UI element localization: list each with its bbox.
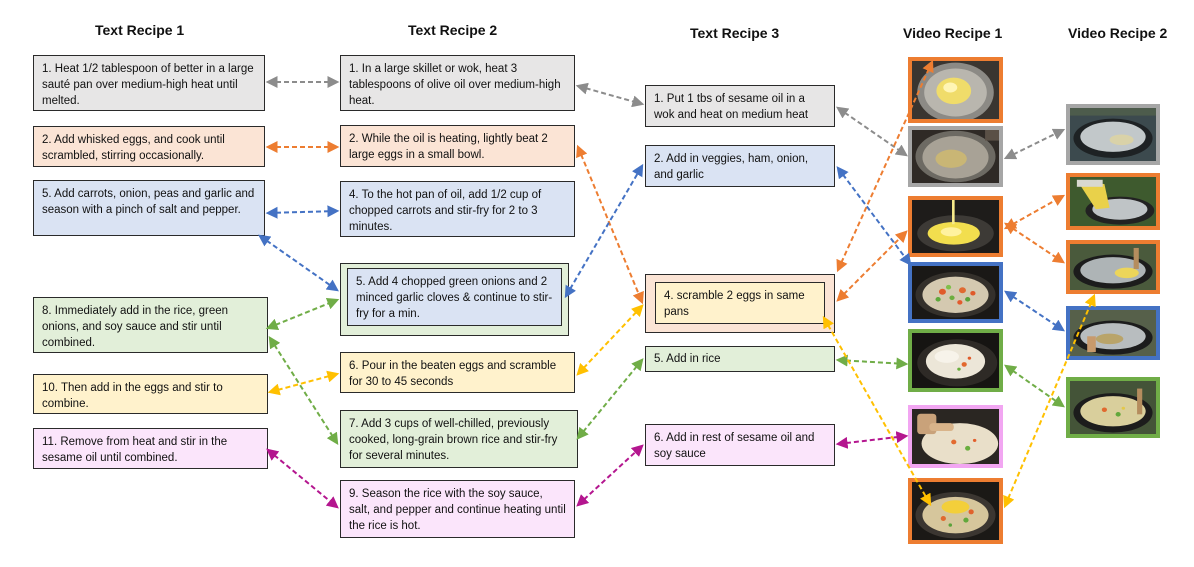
header-text-recipe-3: Text Recipe 3: [690, 25, 780, 41]
recipe2-step-9: 9. Season the rice with the soy sauce, s…: [340, 480, 575, 538]
recipe1-step-10: 10. Then add in the eggs and stir to com…: [33, 374, 268, 414]
recipe1-step-5: 5. Add carrots, onion, peas and garlic a…: [33, 180, 265, 236]
alignment-arrow-gray: [1003, 128, 1066, 160]
alignment-arrow-orange: [836, 59, 934, 273]
video2-frame-1: [1066, 104, 1160, 165]
fried-rice-with-egg-image: [912, 482, 999, 540]
recipe2-step-5: 5. Add 4 chopped green onions and 2 minc…: [347, 268, 562, 326]
recipe3-step-4: 4. scramble 2 eggs in same pans: [655, 282, 825, 324]
recipe3-step-5: 5. Add in rice: [645, 346, 835, 372]
alignment-arrow-orange: [1003, 194, 1066, 230]
header-video-recipe-1: Video Recipe 1: [903, 25, 1003, 41]
recipe2-step-1: 1. In a large skillet or wok, heat 3 tab…: [340, 55, 575, 111]
video2-frame-3: [1066, 240, 1160, 294]
header-text-recipe-1: Text Recipe 1: [95, 22, 185, 38]
recipe3-step-2: 2. Add in veggies, ham, onion, and garli…: [645, 145, 835, 187]
video1-frame-1: [908, 57, 1003, 123]
alignment-arrow-green: [576, 358, 644, 440]
alignment-arrow-gray: [575, 82, 645, 108]
alignment-arrow-blue: [258, 234, 339, 292]
recipe1-step-8: 8. Immediately add in the rice, green on…: [33, 297, 268, 353]
alignment-arrow-blue: [265, 205, 340, 219]
video1-frame-4: [908, 262, 1003, 323]
alignment-arrow-green: [265, 298, 340, 330]
recipe3-step-6: 6. Add in rest of sesame oil and soy sau…: [645, 424, 835, 466]
alignment-arrow-gray: [836, 106, 908, 157]
recipe2-step-4: 4. To the hot pan of oil, add 1/2 cup of…: [340, 181, 575, 237]
alignment-arrow-yellow: [267, 370, 340, 396]
header-text-recipe-2: Text Recipe 2: [408, 22, 498, 38]
recipe3-step-1: 1. Put 1 tbs of sesame oil in a wok and …: [645, 85, 835, 127]
alignment-arrow-orange: [576, 144, 644, 305]
recipe1-step-1: 1. Heat 1/2 tablespoon of better in a la…: [33, 55, 265, 111]
alignment-arrow-yellow: [1003, 293, 1096, 509]
oil-in-wok-image: [1070, 108, 1156, 161]
recipe2-step-6: 6. Pour in the beaten eggs and scramble …: [340, 352, 575, 393]
alignment-arrow-yellow: [576, 304, 644, 376]
header-video-recipe-2: Video Recipe 2: [1068, 25, 1168, 41]
oil-heating-in-wok-image: [912, 61, 999, 119]
recipe1-step-2: 2. Add whisked eggs, and cook until scra…: [33, 126, 265, 167]
recipe1-step-11: 11. Remove from heat and stir in the ses…: [33, 428, 268, 469]
alignment-arrow-orange: [836, 230, 908, 302]
alignment-arrow-magenta: [576, 444, 644, 507]
recipe2-step-2: 2. While the oil is heating, lightly bea…: [340, 125, 575, 167]
alignment-arrow-orange: [1004, 222, 1065, 264]
alignment-arrow-blue: [836, 166, 912, 266]
alignment-arrow-blue: [1004, 290, 1065, 332]
eggs-frying-in-wok-image: [1070, 244, 1156, 290]
eggs-pouring-into-wok-image: [1070, 177, 1156, 226]
alignment-arrow-magenta: [266, 448, 339, 509]
vegetables-frying-image: [912, 266, 999, 319]
alignment-arrow-yellow: [822, 315, 932, 507]
alignment-arrow-green: [1004, 364, 1065, 408]
video1-frame-7: [908, 478, 1003, 544]
video2-frame-2: [1066, 173, 1160, 230]
alignment-arrow-magenta: [835, 431, 909, 449]
alignment-arrow-blue: [564, 163, 644, 299]
recipe2-step-7: 7. Add 3 cups of well-chilled, previousl…: [340, 410, 578, 468]
alignment-arrow-green: [268, 335, 339, 446]
